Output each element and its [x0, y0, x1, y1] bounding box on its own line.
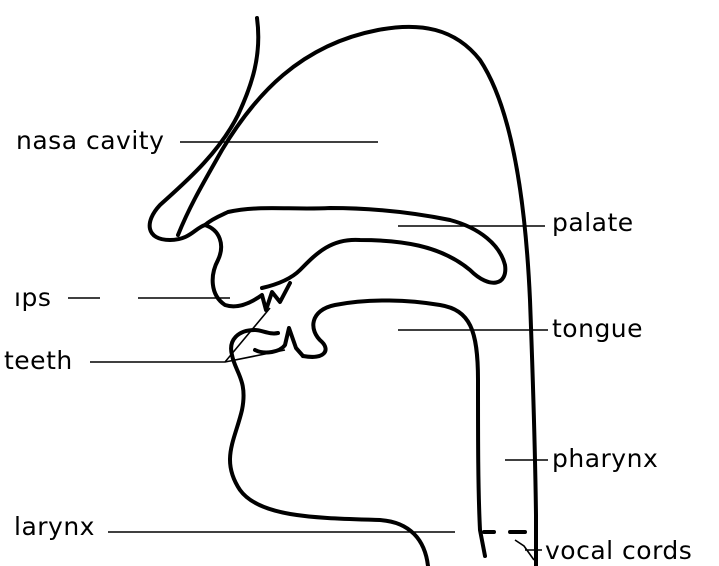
label-pharynx: pharynx — [552, 446, 658, 471]
label-lips: ıps — [14, 285, 51, 310]
label-nasal-cavity: nasa cavity — [16, 128, 164, 153]
leader-teeth — [90, 308, 285, 362]
label-vocal-cords: vocal cords — [545, 538, 692, 563]
head-nose-outline — [150, 18, 259, 240]
label-palate: palate — [552, 210, 634, 235]
label-tongue: tongue — [552, 316, 643, 341]
palate-outline — [205, 208, 505, 288]
label-larynx: larynx — [14, 514, 95, 539]
nasal-cavity-outline — [178, 27, 536, 566]
lower-lip-outline — [230, 330, 428, 566]
label-teeth: teeth — [4, 348, 73, 373]
